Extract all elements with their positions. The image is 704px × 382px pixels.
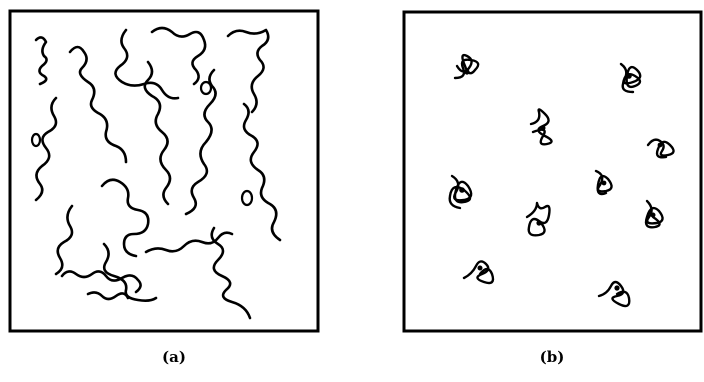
panel-a xyxy=(8,9,320,333)
extended-chain xyxy=(34,96,58,202)
extended-chain xyxy=(100,178,150,258)
panel-a-frame xyxy=(8,9,320,333)
coiled-chain xyxy=(448,174,473,210)
extended-chain xyxy=(86,291,130,301)
coiled-chain xyxy=(597,280,631,308)
coiled-chain xyxy=(646,138,675,159)
extended-chain xyxy=(143,60,172,206)
chain-loop xyxy=(199,80,213,96)
coiled-chain xyxy=(525,201,551,237)
caption-a: (a) xyxy=(162,348,186,366)
coiled-chain xyxy=(529,108,553,146)
coiled-chain xyxy=(594,169,613,196)
extended-chain xyxy=(54,204,74,276)
panel-b xyxy=(402,10,703,333)
extended-chain xyxy=(144,231,234,254)
extended-chain xyxy=(68,45,128,164)
extended-chain xyxy=(226,28,270,114)
panel-b-frame xyxy=(402,10,703,333)
extended-chain xyxy=(150,26,207,86)
coiled-chain xyxy=(644,199,664,229)
extended-chains xyxy=(30,26,282,320)
extended-chain xyxy=(34,36,48,86)
coiled-chain xyxy=(462,260,495,285)
coiled-chain xyxy=(619,62,642,94)
chain-loop xyxy=(30,132,42,148)
coiled-chains xyxy=(448,53,675,308)
caption-b: (b) xyxy=(539,348,565,366)
extended-chain xyxy=(242,102,282,242)
chain-loop xyxy=(240,189,254,207)
extended-chain xyxy=(114,28,180,100)
extended-chain xyxy=(184,68,217,216)
extended-chain xyxy=(102,242,158,302)
extended-chain xyxy=(210,226,252,320)
extended-chain xyxy=(60,270,142,294)
coiled-chain xyxy=(453,53,480,80)
